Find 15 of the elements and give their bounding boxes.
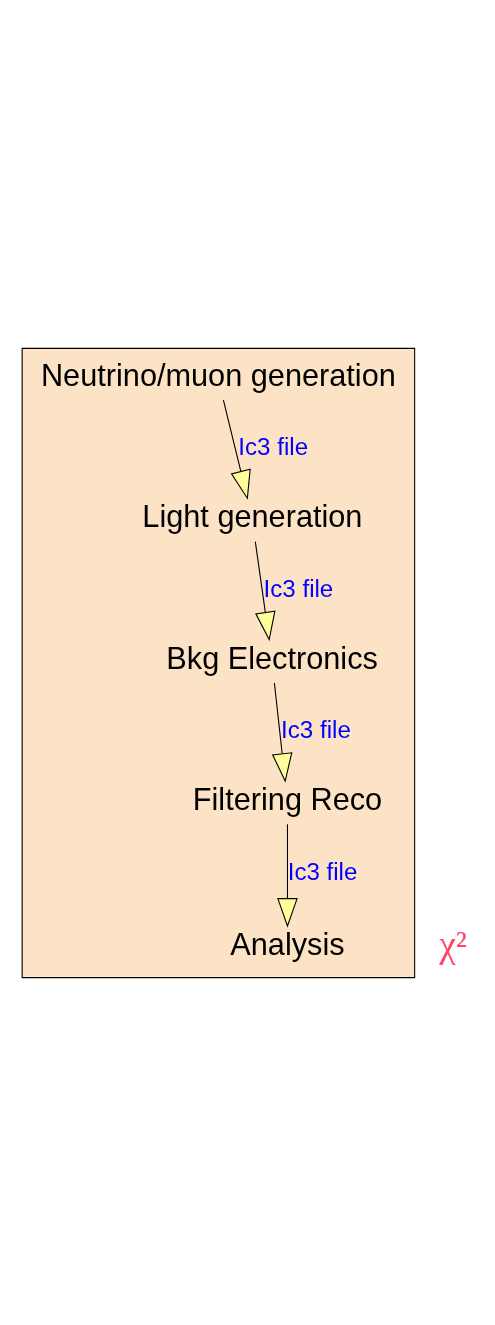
node-text: Analysis xyxy=(229,926,345,962)
node-text: Filtering Reco xyxy=(192,781,382,817)
cluster xyxy=(21,347,415,978)
node-text: Light generation xyxy=(141,498,362,534)
edge-label: Ic3 file xyxy=(263,574,333,602)
arrow xyxy=(222,399,251,500)
arrow xyxy=(271,681,292,783)
arrow xyxy=(276,823,298,928)
node-text: Neutrino/muon generation xyxy=(40,357,396,393)
node-text: Bkg Electronics xyxy=(165,640,378,676)
edge-label: Ic3 file xyxy=(287,857,357,885)
edge-label: Ic3 file xyxy=(280,715,351,743)
edge-label: Ic3 file xyxy=(237,432,308,460)
label: χ² xyxy=(438,923,467,965)
arrow xyxy=(254,540,276,641)
